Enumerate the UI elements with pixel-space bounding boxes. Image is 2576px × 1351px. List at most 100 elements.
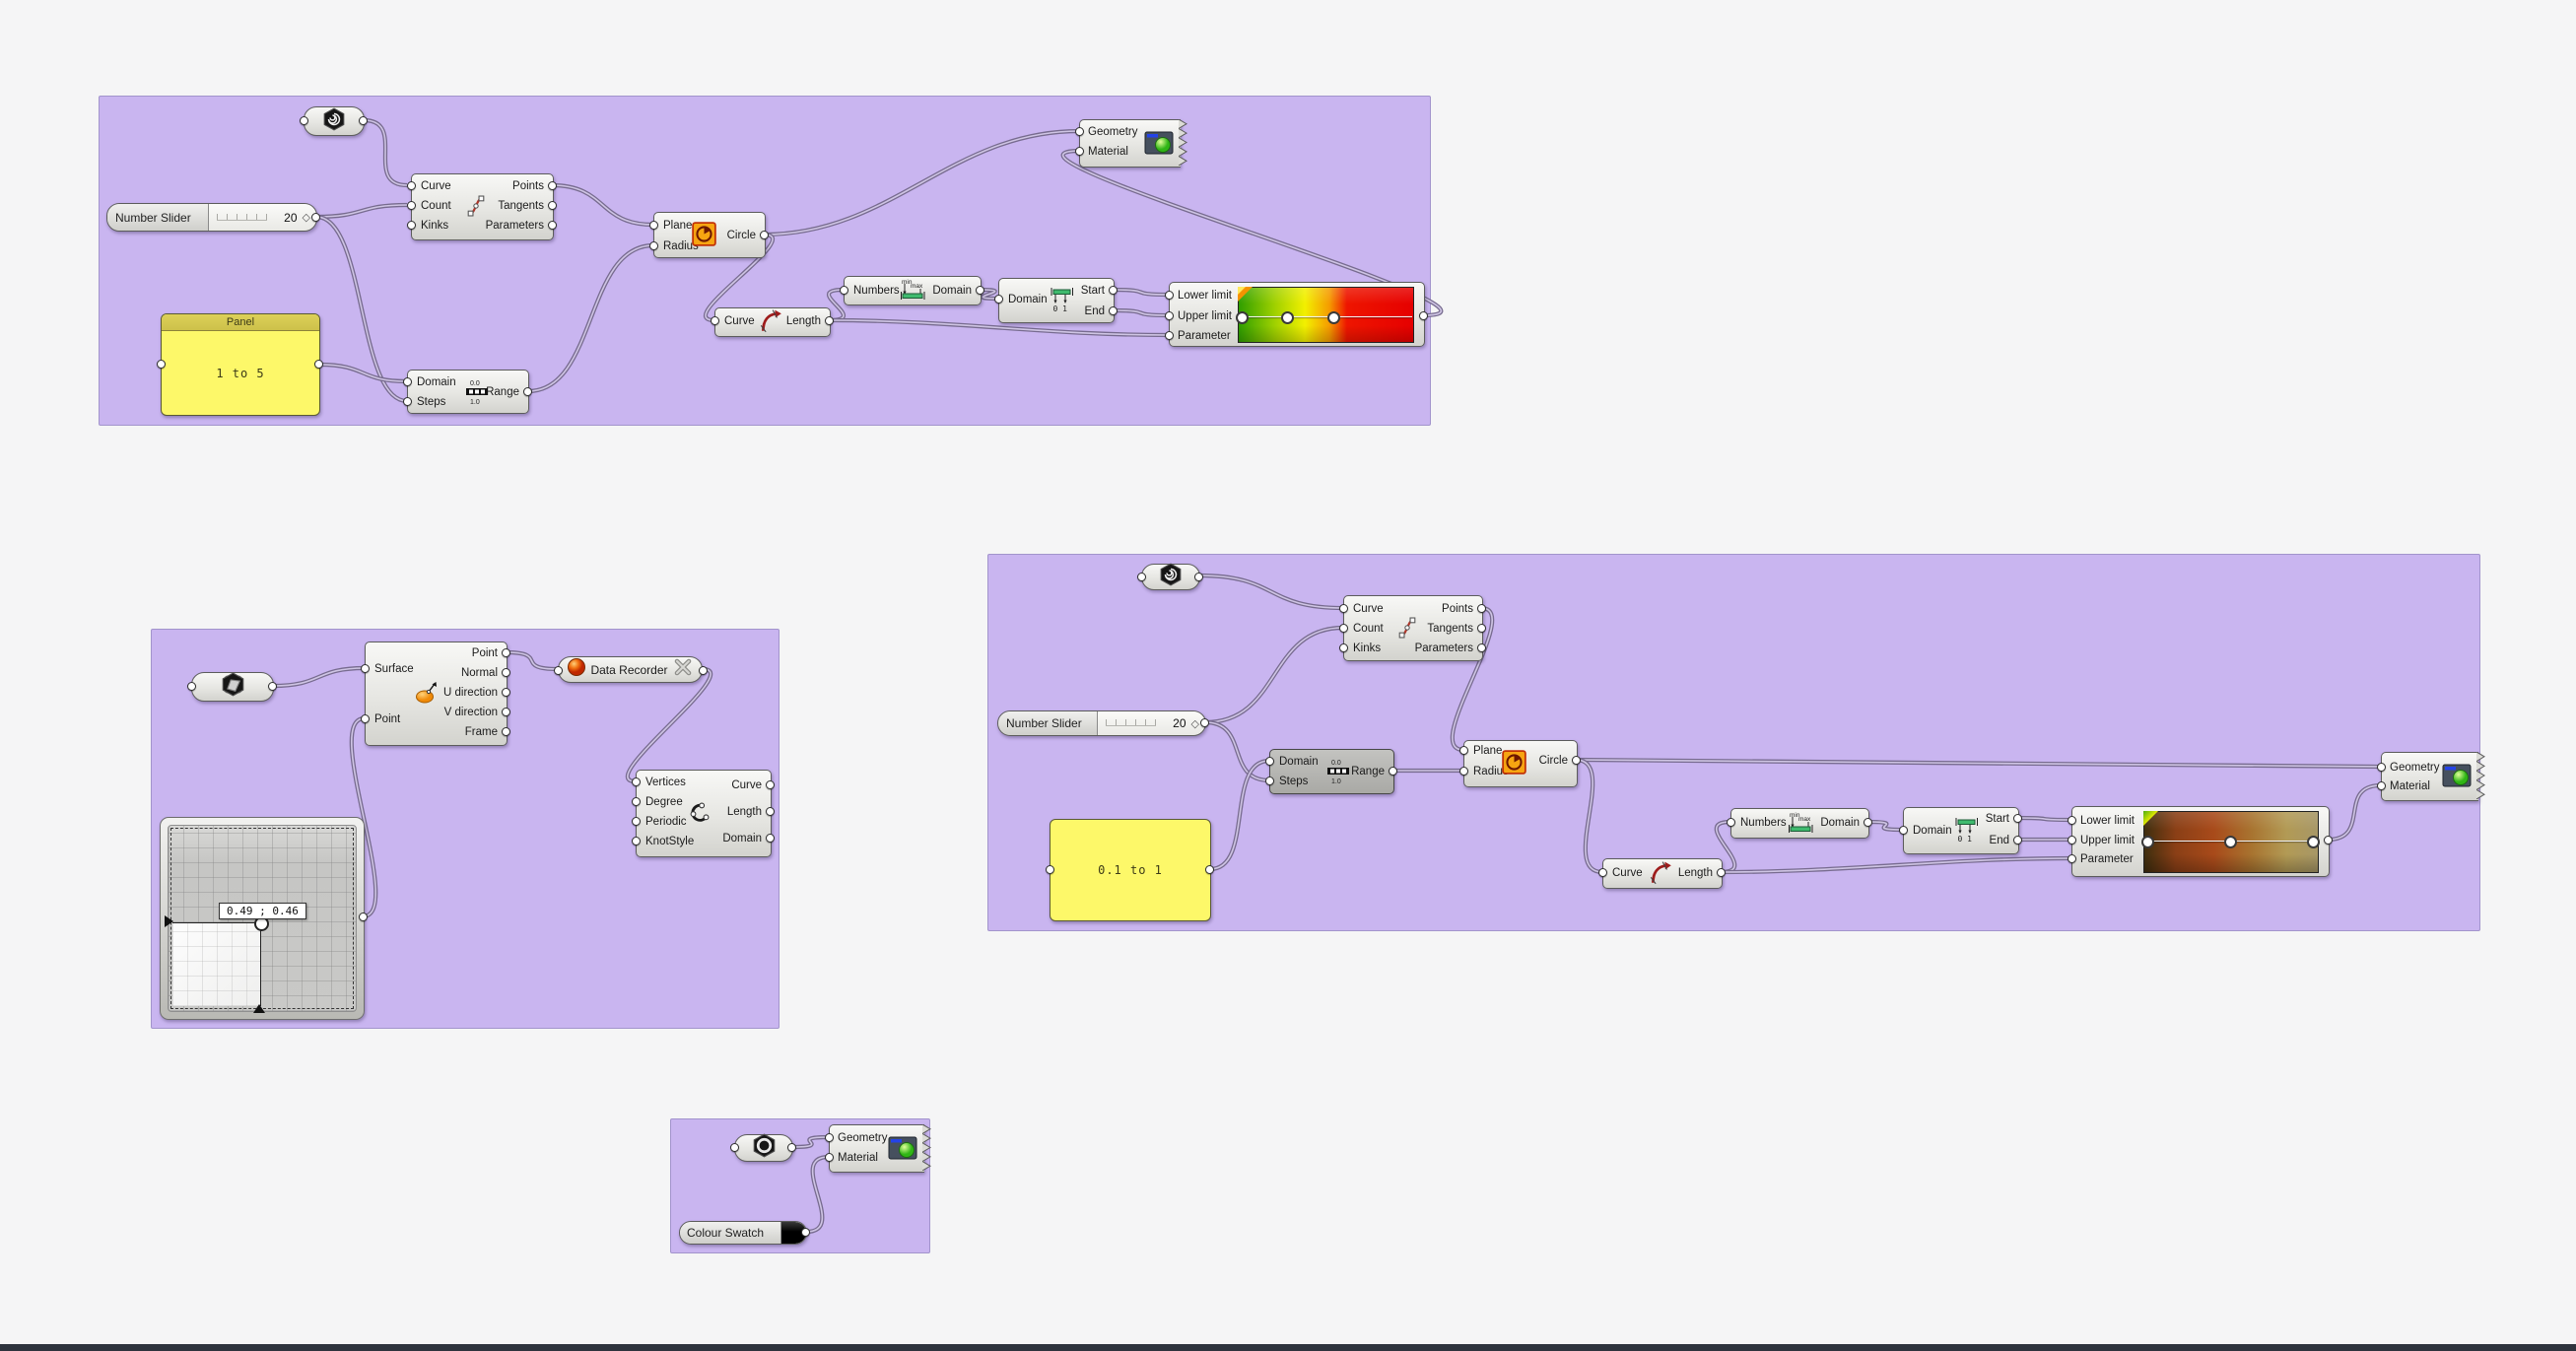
gradient-brown-in-1[interactable] bbox=[2068, 836, 2076, 844]
md-slider[interactable]: 0.49 ; 0.46 bbox=[160, 817, 365, 1020]
gradient-brown-grip-0[interactable] bbox=[2140, 836, 2154, 848]
data-recorder[interactable]: Data Recorder bbox=[558, 656, 703, 683]
number-slider-track[interactable]: 20◇ bbox=[209, 204, 316, 231]
bounds-out-domain[interactable] bbox=[976, 286, 984, 295]
circle-2-in-radius[interactable] bbox=[1459, 767, 1468, 776]
number-slider-out[interactable] bbox=[311, 212, 320, 222]
colour-swatch-color-well[interactable] bbox=[781, 1222, 806, 1244]
range-2-in-steps[interactable] bbox=[1265, 777, 1274, 785]
deconstruct-domain-2-in-domain[interactable] bbox=[1899, 826, 1908, 835]
custom-preview-2-in-geometry[interactable] bbox=[2377, 763, 2386, 772]
custom-preview-1-in-material[interactable] bbox=[1075, 147, 1084, 156]
evaluate-surface-out-point[interactable] bbox=[502, 648, 510, 657]
gradient-green-red-gradient-area[interactable] bbox=[1238, 287, 1414, 343]
interpolate-curve-2-in-count[interactable] bbox=[1339, 624, 1348, 633]
interpolate-curve-2-out-parameters[interactable] bbox=[1477, 643, 1486, 652]
nurbs-curve-out-length[interactable] bbox=[766, 807, 775, 816]
circle-2-out-circle[interactable] bbox=[1572, 756, 1581, 765]
custom-preview-3-in-geometry[interactable] bbox=[825, 1133, 834, 1142]
deconstruct-domain-2-out-start[interactable] bbox=[2013, 814, 2022, 823]
panel-domain-2-text[interactable]: 0.1 to 1 bbox=[1098, 863, 1163, 877]
gradient-brown-out[interactable] bbox=[2324, 836, 2333, 844]
panel-domain-2-out[interactable] bbox=[1205, 865, 1214, 874]
custom-preview-3-in-material[interactable] bbox=[825, 1153, 834, 1162]
bounds-2-in-numbers[interactable] bbox=[1727, 818, 1735, 827]
curve-param-out[interactable] bbox=[359, 116, 368, 125]
circle-in-radius[interactable] bbox=[649, 241, 658, 250]
panel-domain-in[interactable] bbox=[157, 360, 166, 369]
curve-length-in-curve[interactable] bbox=[711, 316, 719, 325]
deconstruct-domain-in-domain[interactable] bbox=[994, 295, 1003, 304]
evaluate-surface-in-point[interactable] bbox=[361, 714, 370, 723]
data-recorder-out[interactable] bbox=[699, 665, 708, 675]
evaluate-surface-out-frame[interactable] bbox=[502, 727, 510, 736]
colour-swatch[interactable]: Colour Swatch bbox=[679, 1221, 807, 1245]
curve-param-2[interactable] bbox=[1141, 563, 1200, 590]
curve-param-2-in[interactable] bbox=[1137, 572, 1146, 581]
md-slider-out[interactable] bbox=[359, 912, 368, 921]
gradient-brown-grip-2[interactable] bbox=[2307, 836, 2321, 848]
nurbs-curve-in-knotstyle[interactable] bbox=[632, 837, 641, 845]
custom-preview-2-in-material[interactable] bbox=[2377, 781, 2386, 790]
range-in-domain[interactable] bbox=[403, 377, 412, 386]
circle-param-in[interactable] bbox=[730, 1143, 739, 1152]
circle-2-in-plane[interactable] bbox=[1459, 746, 1468, 755]
bounds-in-numbers[interactable] bbox=[840, 286, 848, 295]
curve-length-2-out-length[interactable] bbox=[1717, 868, 1726, 877]
custom-preview-1-in-geometry[interactable] bbox=[1075, 127, 1084, 136]
interpolate-curve-in-count[interactable] bbox=[407, 201, 416, 210]
interpolate-curve-2-in-kinks[interactable] bbox=[1339, 643, 1348, 652]
nurbs-curve-out-domain[interactable] bbox=[766, 834, 775, 843]
interpolate-curve-2-out-tangents[interactable] bbox=[1477, 624, 1486, 633]
gradient-green-red-out[interactable] bbox=[1419, 311, 1428, 320]
nurbs-curve-in-degree[interactable] bbox=[632, 797, 641, 806]
interpolate-curve-out-tangents[interactable] bbox=[548, 201, 557, 210]
nurbs-curve-out-curve[interactable] bbox=[766, 780, 775, 789]
interpolate-curve-out-parameters[interactable] bbox=[548, 221, 557, 230]
evaluate-surface-out-v direction[interactable] bbox=[502, 708, 510, 716]
gradient-brown-grip-1[interactable] bbox=[2224, 836, 2237, 848]
nurbs-curve-in-periodic[interactable] bbox=[632, 817, 641, 826]
panel-domain-2[interactable]: 0.1 to 1 bbox=[1050, 819, 1211, 921]
interpolate-curve-in-curve[interactable] bbox=[407, 181, 416, 190]
circle-in-plane[interactable] bbox=[649, 221, 658, 230]
nurbs-curve-in-vertices[interactable] bbox=[632, 777, 641, 786]
evaluate-surface-in-surface[interactable] bbox=[361, 664, 370, 673]
surface-param[interactable] bbox=[191, 672, 274, 702]
colour-swatch-out[interactable] bbox=[801, 1228, 810, 1237]
deconstruct-domain-out-end[interactable] bbox=[1109, 306, 1118, 315]
gradient-green-red-in-1[interactable] bbox=[1165, 311, 1174, 320]
data-recorder-in[interactable] bbox=[554, 665, 563, 675]
panel-domain-2-in[interactable] bbox=[1046, 865, 1054, 874]
gradient-brown-in-0[interactable] bbox=[2068, 816, 2076, 825]
gradient-green-red-in-2[interactable] bbox=[1165, 331, 1174, 340]
circle-out-circle[interactable] bbox=[760, 231, 769, 239]
gradient-green-red-grip-0[interactable] bbox=[1235, 311, 1249, 324]
interpolate-curve-in-kinks[interactable] bbox=[407, 221, 416, 230]
gradient-green-red-in-0[interactable] bbox=[1165, 291, 1174, 300]
number-slider-handle-icon[interactable]: ◇ bbox=[302, 212, 310, 224]
evaluate-surface-out-u direction[interactable] bbox=[502, 688, 510, 697]
range-2-in-domain[interactable] bbox=[1265, 757, 1274, 766]
circle-param-out[interactable] bbox=[787, 1143, 796, 1152]
surface-param-in[interactable] bbox=[187, 682, 196, 691]
deconstruct-domain-2-out-end[interactable] bbox=[2013, 836, 2022, 844]
curve-length-out-length[interactable] bbox=[825, 316, 834, 325]
interpolate-curve-2-in-curve[interactable] bbox=[1339, 604, 1348, 613]
range-in-steps[interactable] bbox=[403, 397, 412, 406]
gradient-brown-in-2[interactable] bbox=[2068, 854, 2076, 863]
range-out-range[interactable] bbox=[523, 387, 532, 396]
panel-domain-text[interactable]: 1 to 5 bbox=[216, 366, 265, 380]
range-2-out-range[interactable] bbox=[1389, 767, 1397, 776]
curve-length-2-in-curve[interactable] bbox=[1598, 868, 1607, 877]
